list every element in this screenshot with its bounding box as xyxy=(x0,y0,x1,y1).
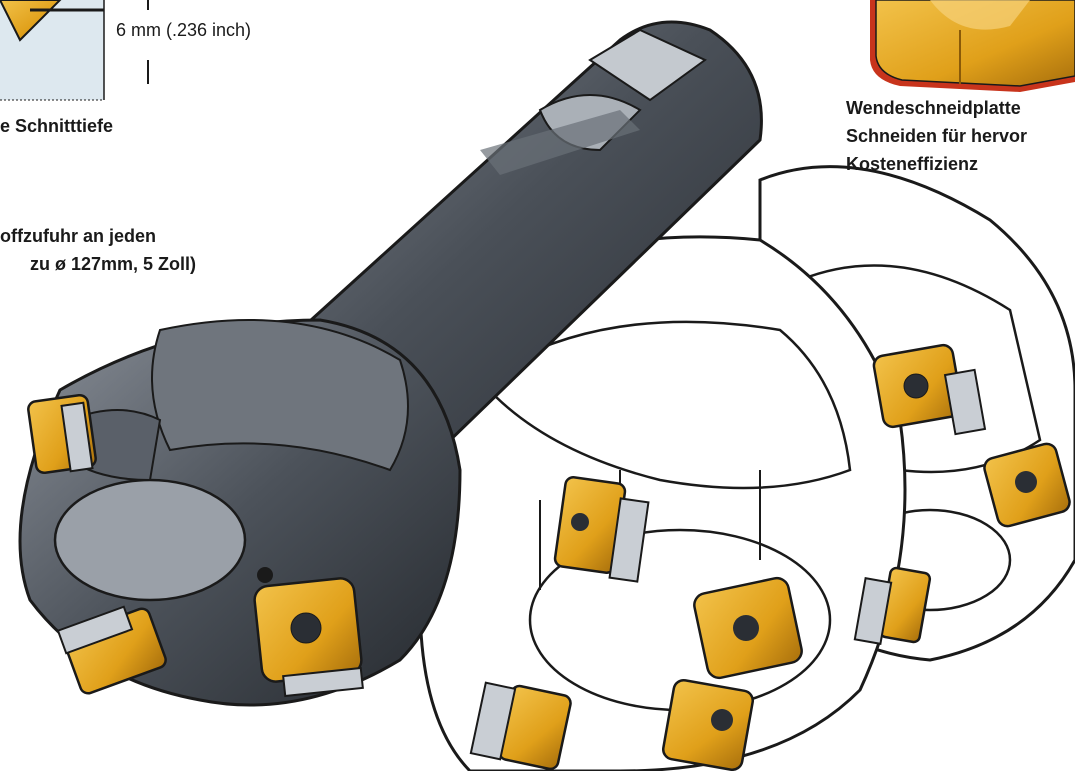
head-insert-2 xyxy=(253,577,364,698)
dimension-label: 6 mm (.236 inch) xyxy=(116,20,252,40)
head-inserts xyxy=(27,393,364,698)
coolant-label-line1: offzufuhr an jeden xyxy=(0,226,156,246)
head-insert-1 xyxy=(27,393,97,475)
head-insert-3 xyxy=(56,605,167,695)
insert-7 xyxy=(853,566,932,645)
insert-label-line1: Wendeschneidplatte xyxy=(846,98,1021,118)
insert-1 xyxy=(872,343,987,436)
insert-label-line2: Schneiden für hervor xyxy=(846,126,1028,146)
depth-label: e Schnitttiefe xyxy=(0,116,114,136)
cutter-inserts xyxy=(469,343,1071,771)
insert-6 xyxy=(469,681,572,771)
coolant-label-line2: zu ø 127mm, 5 Zoll) xyxy=(30,254,197,274)
insert-3 xyxy=(553,476,650,583)
tool-shank xyxy=(297,20,763,453)
insert-label-line3: Kosteneffizienz xyxy=(846,154,979,174)
cut-depth-inset xyxy=(0,0,149,101)
insert-closeup xyxy=(870,0,1075,92)
insert-2 xyxy=(983,442,1071,528)
insert-4 xyxy=(693,576,803,680)
insert-5 xyxy=(661,678,755,771)
